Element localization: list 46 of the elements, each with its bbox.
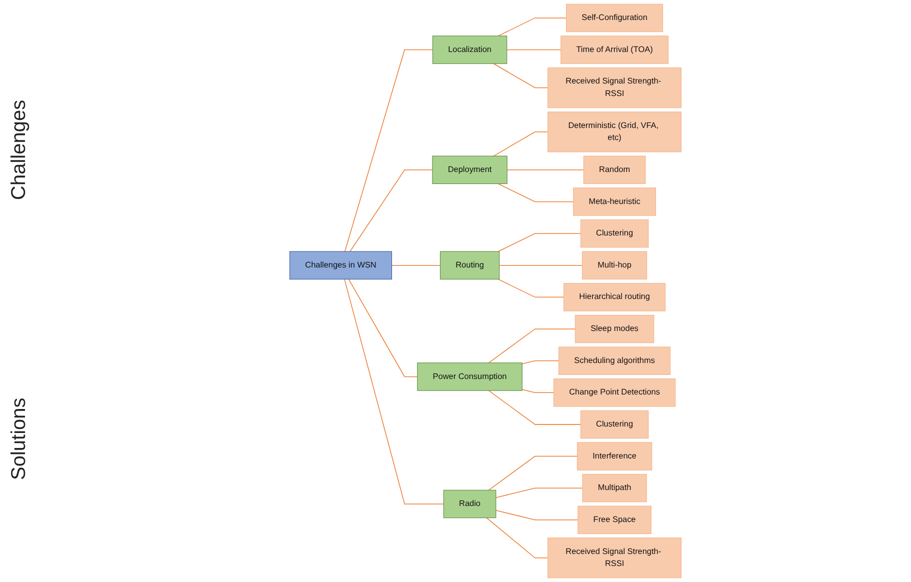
node-box: Deterministic (Grid, VFA, etc) [548,112,682,152]
node-box: Scheduling algorithms [558,346,671,375]
node-box: Challenges in WSN [290,251,392,280]
node-box: Free Space [578,506,652,534]
connector [344,278,444,504]
node-box: Received Signal Strength- RSSI [548,67,682,108]
node-box: Power Consumption [417,362,522,391]
connector [486,517,548,558]
node-box: Time of Arrival (TOA) [560,36,669,64]
node-box: Clustering [580,410,649,439]
connector [522,389,554,393]
node-box: Multi-hop [582,251,648,280]
connector [498,278,564,298]
node-box: Self-Configuration [566,4,664,32]
connector [496,488,583,498]
connector [498,264,583,266]
node-box: Hierarchical routing [564,283,666,312]
node-box: Interference [576,442,652,470]
connector [493,132,548,156]
connector [348,278,418,378]
node-box: Sleep modes [574,314,654,344]
connector [496,510,578,520]
node-box: Clustering [580,219,649,248]
connector [498,183,574,202]
connector [391,264,441,266]
connector [350,170,433,252]
node-box: Multipath [582,474,647,502]
axis-label: Solutions [8,398,31,480]
node-box: Localization [432,36,508,64]
node-box: Random [583,156,646,184]
connector [522,360,560,364]
node-box: Meta-heuristic [573,188,656,216]
connector [488,390,582,425]
connector [498,18,567,36]
node-box: Received Signal Strength- RSSI [548,538,682,578]
node-box: Radio [443,490,496,518]
connector [488,328,576,364]
axis-label: Challenges [8,100,31,200]
node-box: Deployment [432,156,508,184]
connector [344,49,434,252]
connector [493,63,548,88]
connector [506,49,562,50]
connector [488,456,578,491]
node-box: Routing [440,251,500,280]
connector [498,233,582,252]
node-box: Change Point Detections [553,378,676,407]
